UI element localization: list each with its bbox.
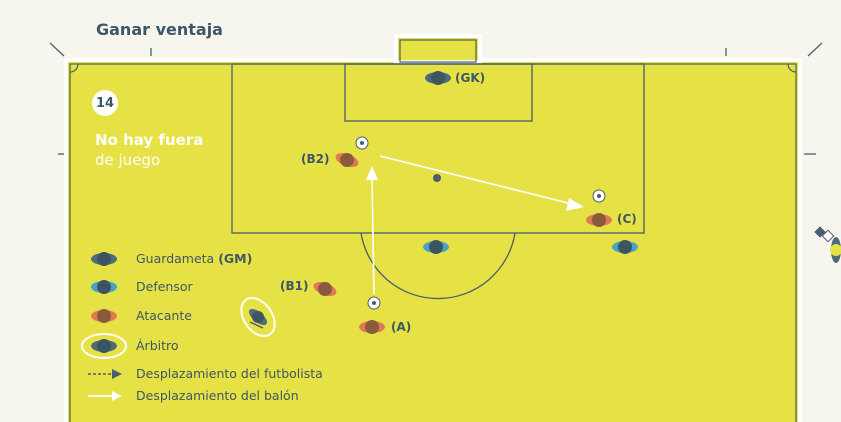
assistant-referee: [814, 226, 841, 263]
rule-title: No hay fuera: [95, 131, 204, 149]
corner-mark-right: [807, 42, 823, 57]
ball-pass-b2-to-c: [379, 155, 584, 211]
corner-mark-left: [49, 42, 65, 57]
legend-referee-icon: [81, 333, 127, 359]
legend-ball-movement-label: Desplazamiento del balón: [136, 388, 299, 403]
goal-area: [344, 63, 533, 122]
attacker-c: [586, 213, 612, 227]
rule-number-badge: 14: [92, 90, 118, 116]
diagram-title: Ganar ventaja: [96, 20, 223, 39]
penalty-arc: [360, 232, 516, 300]
legend-defender-label: Defensor: [136, 279, 193, 294]
legend-player-movement-arrow: [88, 369, 122, 379]
referee-player: [240, 297, 276, 337]
goalkeeper-label: (GK): [455, 71, 486, 85]
penalty-spot: [433, 174, 441, 182]
legend-goalkeeper-label: Guardameta (GM): [136, 251, 253, 266]
attacker-b2: [335, 153, 359, 167]
legend-ball-movement-arrow: [88, 391, 122, 401]
legend-goalkeeper-icon: [91, 252, 117, 266]
attacker-b1-label: (B1): [280, 279, 309, 293]
defender-player: [423, 240, 449, 254]
defender-player: [612, 240, 638, 254]
ball-icon: [355, 136, 369, 150]
ball-icon: [592, 189, 606, 203]
attacker-b1: [313, 282, 337, 296]
goalkeeper-player: [425, 71, 451, 85]
attacker-a: [359, 320, 385, 334]
corner-arc-right: [787, 63, 797, 73]
ball-pass-a-to-b2: [366, 166, 378, 295]
legend-attacker-label: Atacante: [136, 308, 192, 323]
legend-referee-label: Árbitro: [136, 338, 179, 353]
attacker-a-label: (A): [391, 320, 412, 334]
legend-player-movement-label: Desplazamiento del futbolista: [136, 366, 323, 381]
attacker-c-label: (C): [617, 212, 637, 226]
ball-icon: [367, 296, 381, 310]
attacker-b2-label: (B2): [301, 152, 330, 166]
rule-subtitle: de juego: [95, 151, 161, 169]
legend-attacker-icon: [91, 309, 117, 323]
goal-line: [399, 39, 477, 63]
corner-arc-left: [69, 63, 79, 73]
legend-defender-icon: [91, 280, 117, 294]
